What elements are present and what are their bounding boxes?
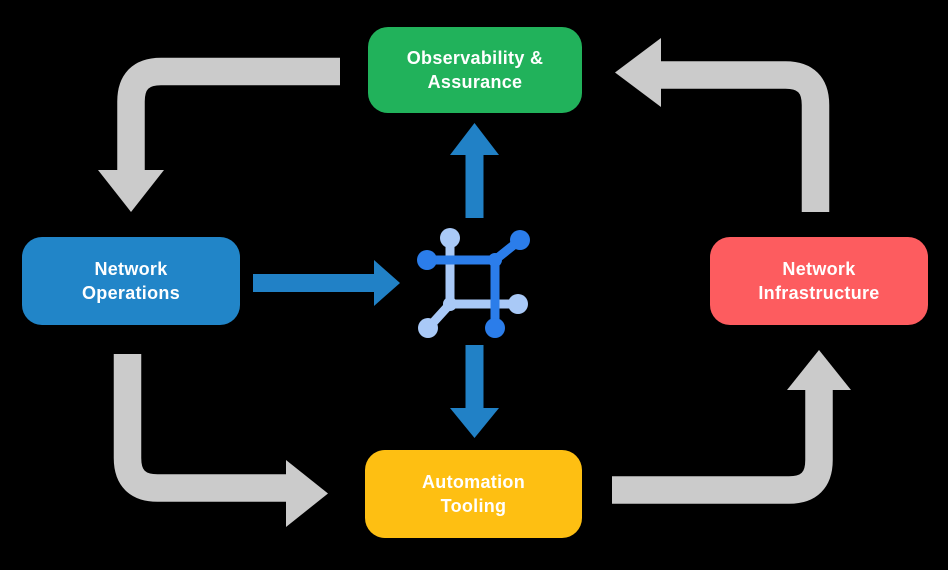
arrow-shaft bbox=[612, 389, 833, 504]
arrow-head-left-icon bbox=[615, 38, 661, 107]
arrow-center-to-observability bbox=[450, 123, 499, 218]
arrow-shaft bbox=[660, 61, 830, 212]
icon-node bbox=[510, 230, 530, 250]
node-network-infrastructure: Network Infrastructure bbox=[710, 237, 928, 325]
node-label: Network Operations bbox=[81, 258, 181, 303]
icon-light-nodes bbox=[418, 228, 528, 338]
node-network-operations: Network Operations bbox=[22, 237, 240, 325]
node-label: Automation Tooling bbox=[422, 471, 525, 516]
network-fabric-icon bbox=[417, 228, 530, 338]
icon-node bbox=[508, 294, 528, 314]
arrow-infrastructure-to-observability bbox=[615, 38, 830, 212]
icon-dark-nodes bbox=[417, 230, 530, 338]
arrow-operations-to-center bbox=[253, 260, 400, 306]
arrow-head-down-icon bbox=[98, 170, 164, 212]
arrow-head-up-icon bbox=[450, 123, 499, 155]
arrow-head-down-icon bbox=[450, 408, 499, 438]
arrow-head-up-icon bbox=[787, 350, 851, 390]
icon-junction bbox=[488, 253, 502, 267]
icon-node bbox=[485, 318, 505, 338]
arrow-operations-to-automation bbox=[113, 354, 328, 527]
arrow-shaft bbox=[117, 57, 340, 172]
arrow-automation-to-infrastructure bbox=[612, 350, 851, 504]
node-automation-tooling: Automation Tooling bbox=[365, 450, 582, 538]
arrow-head-right-icon bbox=[374, 260, 400, 306]
icon-node bbox=[440, 228, 460, 248]
icon-junction bbox=[443, 297, 457, 311]
arrow-observability-to-operations bbox=[98, 57, 340, 212]
arrow-head-right-icon bbox=[286, 460, 328, 527]
node-label: Network Infrastructure bbox=[758, 258, 880, 303]
icon-node bbox=[418, 318, 438, 338]
icon-node bbox=[417, 250, 437, 270]
arrow-center-to-automation bbox=[450, 345, 499, 438]
node-observability-assurance: Observability & Assurance bbox=[368, 27, 582, 113]
node-label: Observability & Assurance bbox=[406, 47, 544, 92]
arrow-shaft bbox=[113, 354, 286, 502]
